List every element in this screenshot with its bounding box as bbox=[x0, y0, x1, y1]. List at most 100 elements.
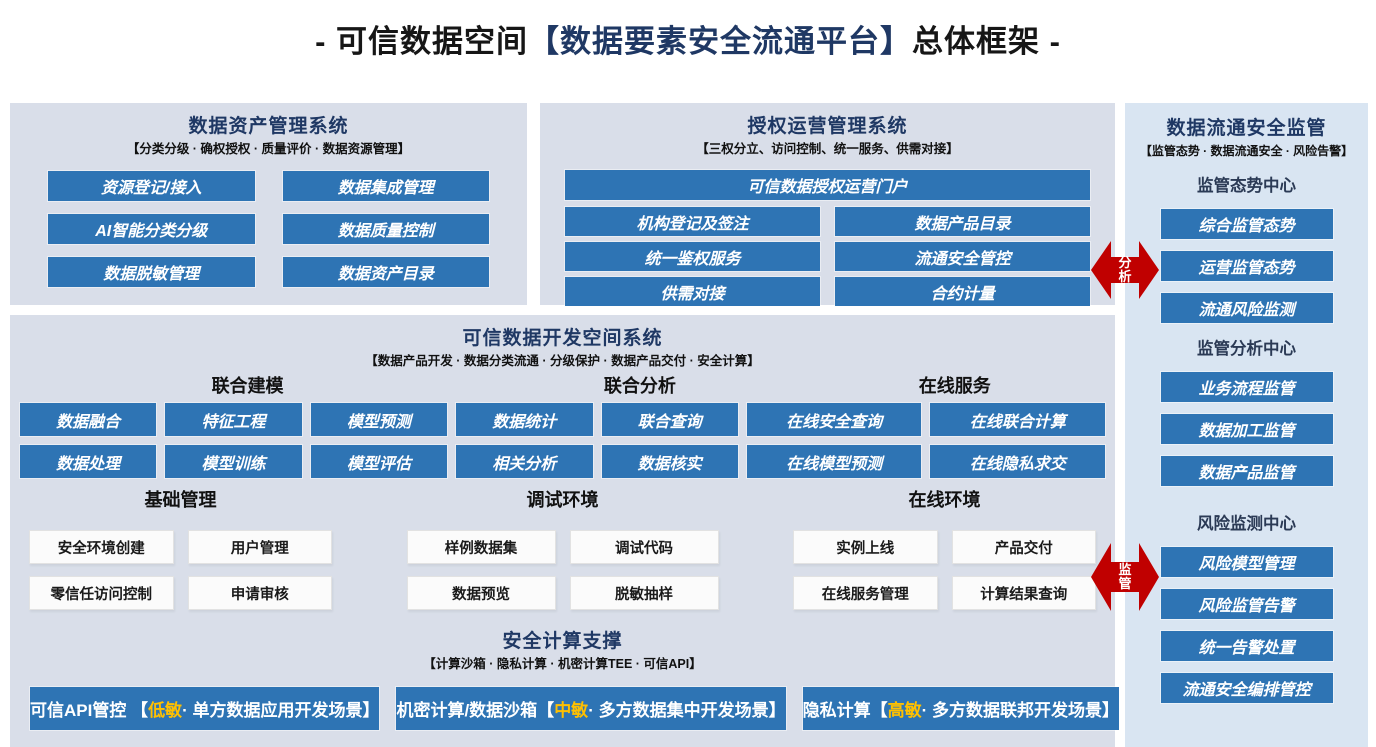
dev-function-box: 模型评估 bbox=[310, 445, 448, 478]
supervision-section-header: 监管分析中心 bbox=[1197, 340, 1296, 358]
env-function-box: 用户管理 bbox=[187, 530, 332, 564]
operation-function-box: 供需对接 bbox=[565, 277, 820, 306]
dev-function-box: 在线隐私求交 bbox=[930, 445, 1105, 478]
supervision-section-header: 监管态势中心 bbox=[1197, 177, 1296, 195]
panel-dev-space: 可信数据开发空间系统 【数据产品开发 · 数据分类流通 · 分级保护 · 数据产… bbox=[10, 315, 1119, 747]
supervision-arrow: 监管 bbox=[1090, 531, 1160, 623]
supervision-section-header: 风险监测中心 bbox=[1197, 515, 1296, 533]
operation-function-box: 机构登记及签注 bbox=[565, 207, 820, 236]
panel-security-supervision: 数据流通安全监管 【监管态势 · 数据流通安全 · 风险告警】 监管态势中心综合… bbox=[1125, 103, 1368, 747]
dev-function-box: 特征工程 bbox=[165, 403, 302, 436]
env-group-header: 在线环境 bbox=[908, 490, 981, 510]
page-title: - 可信数据空间【数据要素安全流通平台】总体框架 - bbox=[0, 16, 1376, 61]
support-box-text: · 多方数据集中开发场景】 bbox=[588, 701, 786, 720]
dev-function-box: 模型预测 bbox=[310, 403, 448, 436]
support-scenario-box: 可信API管控 【低敏 · 单方数据应用开发场景】 bbox=[30, 687, 380, 730]
dev-group-header: 联合分析 bbox=[603, 376, 676, 396]
panel-data-asset-management: 数据资产管理系统 【分类分级 · 确权授权 · 质量评价 · 数据资源管理】 资… bbox=[10, 103, 527, 305]
env-group: 调试环境样例数据集调试代码数据预览脱敏抽样 bbox=[406, 488, 719, 610]
env-function-box: 安全环境创建 bbox=[29, 530, 174, 564]
support-scenario-box: 隐私计算【高敏 · 多方数据联邦开发场景】 bbox=[802, 687, 1119, 730]
support-box-text: 机密计算/数据沙箱【 bbox=[396, 701, 555, 720]
dev-function-box: 在线安全查询 bbox=[746, 403, 922, 436]
sensitivity-level-label: 中敏 bbox=[554, 701, 589, 720]
env-function-box: 申请审核 bbox=[187, 576, 332, 610]
dev-function-box: 在线模型预测 bbox=[746, 445, 922, 478]
page-title-part: 【数据要素安全流通平台】 bbox=[528, 24, 912, 59]
env-function-box: 计算结果查询 bbox=[951, 576, 1096, 610]
env-group-header: 调试环境 bbox=[526, 490, 599, 510]
supervision-function-box: 流通风险监测 bbox=[1160, 293, 1333, 323]
trusted-data-portal-box: 可信数据授权运营门户 bbox=[565, 170, 1090, 200]
dev-function-box: 数据统计 bbox=[456, 403, 593, 436]
analysis-arrow: 分析 bbox=[1090, 231, 1160, 309]
support-title: 安全计算支撑 bbox=[502, 631, 623, 652]
env-function-box: 脱敏抽样 bbox=[569, 576, 719, 610]
supervision-function-box: 风险监管告警 bbox=[1160, 589, 1333, 619]
dev-function-box: 相关分析 bbox=[456, 445, 593, 478]
asset-panel-title: 数据资产管理系统 bbox=[188, 116, 349, 137]
dev-function-box: 数据核实 bbox=[601, 445, 738, 478]
operation-function-box: 统一鉴权服务 bbox=[565, 242, 820, 271]
supervision-panel-title: 数据流通安全监管 bbox=[1166, 118, 1327, 139]
dev-function-box: 在线联合计算 bbox=[930, 403, 1105, 436]
support-box-text: 隐私计算【 bbox=[802, 701, 888, 720]
asset-function-box: 数据集成管理 bbox=[282, 171, 489, 201]
sensitivity-level-label: 高敏 bbox=[887, 701, 922, 720]
dev-function-grid: 数据融合特征工程模型预测数据统计联合查询在线安全查询在线联合计算数据处理模型训练… bbox=[10, 398, 1115, 478]
supervision-arrow-label: 监管 bbox=[1118, 562, 1132, 591]
supervision-function-box: 数据加工监管 bbox=[1160, 414, 1333, 444]
supervision-function-box: 统一告警处置 bbox=[1160, 631, 1333, 661]
env-function-box: 零信任访问控制 bbox=[29, 576, 174, 610]
support-subtitle: 【计算沙箱 · 隐私计算 · 机密计算TEE · 可信API】 bbox=[423, 657, 702, 671]
dev-function-group-headers: 联合建模 联合分析 在线服务 bbox=[10, 374, 1115, 398]
supervision-function-box: 数据产品监管 bbox=[1160, 456, 1333, 486]
operation-function-box: 数据产品目录 bbox=[835, 207, 1090, 236]
env-button-grid: 实例上线产品交付在线服务管理计算结果查询 bbox=[793, 530, 1096, 610]
supervision-function-box: 业务流程监管 bbox=[1160, 372, 1333, 402]
support-box-text: 可信API管控 【 bbox=[30, 701, 149, 720]
operation-button-grid: 机构登记及签注数据产品目录统一鉴权服务流通安全管控供需对接合约计量 bbox=[540, 207, 1115, 306]
env-function-box: 数据预览 bbox=[406, 576, 556, 610]
dev-group-header: 联合建模 bbox=[211, 376, 284, 396]
panel-authorized-operation: 授权运营管理系统 【三权分立、访问控制、统一服务、供需对接】 可信数据授权运营门… bbox=[540, 103, 1115, 306]
dev-panel-subtitle: 【数据产品开发 · 数据分类流通 · 分级保护 · 数据产品交付 · 安全计算】 bbox=[365, 354, 760, 368]
support-button-row: 可信API管控 【低敏 · 单方数据应用开发场景】机密计算/数据沙箱【中敏 · … bbox=[10, 687, 1119, 730]
operation-function-box: 合约计量 bbox=[835, 277, 1090, 306]
asset-function-box: 数据资产目录 bbox=[282, 257, 489, 287]
support-box-text: · 单方数据应用开发场景】 bbox=[182, 701, 380, 720]
page-title-part: 总体框架 - bbox=[912, 24, 1061, 59]
support-box-text: · 多方数据联邦开发场景】 bbox=[921, 701, 1119, 720]
supervision-panel-subtitle: 【监管态势 · 数据流通安全 · 风险告警】 bbox=[1139, 144, 1354, 158]
env-button-grid: 安全环境创建用户管理零信任访问控制申请审核 bbox=[29, 530, 332, 610]
sensitivity-level-label: 低敏 bbox=[148, 701, 183, 720]
page-title-part: - 可信数据空间 bbox=[315, 24, 528, 59]
asset-panel-subtitle: 【分类分级 · 确权授权 · 质量评价 · 数据资源管理】 bbox=[126, 142, 411, 156]
asset-function-box: 资源登记/接入 bbox=[48, 171, 255, 201]
asset-function-box: 数据脱敏管理 bbox=[48, 257, 255, 287]
dev-group-header: 在线服务 bbox=[918, 376, 991, 396]
supervision-function-box: 运营监管态势 bbox=[1160, 251, 1333, 281]
env-group: 在线环境实例上线产品交付在线服务管理计算结果查询 bbox=[793, 488, 1096, 610]
dev-function-box: 模型训练 bbox=[165, 445, 302, 478]
supervision-function-box: 风险模型管理 bbox=[1160, 547, 1333, 577]
support-scenario-box: 机密计算/数据沙箱【中敏 · 多方数据集中开发场景】 bbox=[396, 687, 786, 730]
env-group: 基础管理安全环境创建用户管理零信任访问控制申请审核 bbox=[29, 488, 332, 610]
supervision-function-box: 综合监管态势 bbox=[1160, 209, 1333, 239]
operation-function-box: 流通安全管控 bbox=[835, 242, 1090, 271]
operation-panel-subtitle: 【三权分立、访问控制、统一服务、供需对接】 bbox=[696, 142, 959, 156]
env-groups: 基础管理安全环境创建用户管理零信任访问控制申请审核调试环境样例数据集调试代码数据… bbox=[10, 488, 1115, 610]
env-function-box: 在线服务管理 bbox=[793, 576, 938, 610]
dev-panel-title: 可信数据开发空间系统 bbox=[462, 328, 663, 349]
env-group-header: 基础管理 bbox=[144, 490, 217, 510]
operation-panel-title: 授权运营管理系统 bbox=[747, 116, 908, 137]
analysis-arrow-label: 分析 bbox=[1118, 255, 1132, 284]
asset-function-box: 数据质量控制 bbox=[282, 214, 489, 244]
env-button-grid: 样例数据集调试代码数据预览脱敏抽样 bbox=[406, 530, 719, 610]
dev-function-box: 数据处理 bbox=[20, 445, 157, 478]
env-function-box: 产品交付 bbox=[951, 530, 1096, 564]
dev-function-box: 数据融合 bbox=[20, 403, 157, 436]
dev-function-box: 联合查询 bbox=[601, 403, 738, 436]
env-function-box: 实例上线 bbox=[793, 530, 938, 564]
